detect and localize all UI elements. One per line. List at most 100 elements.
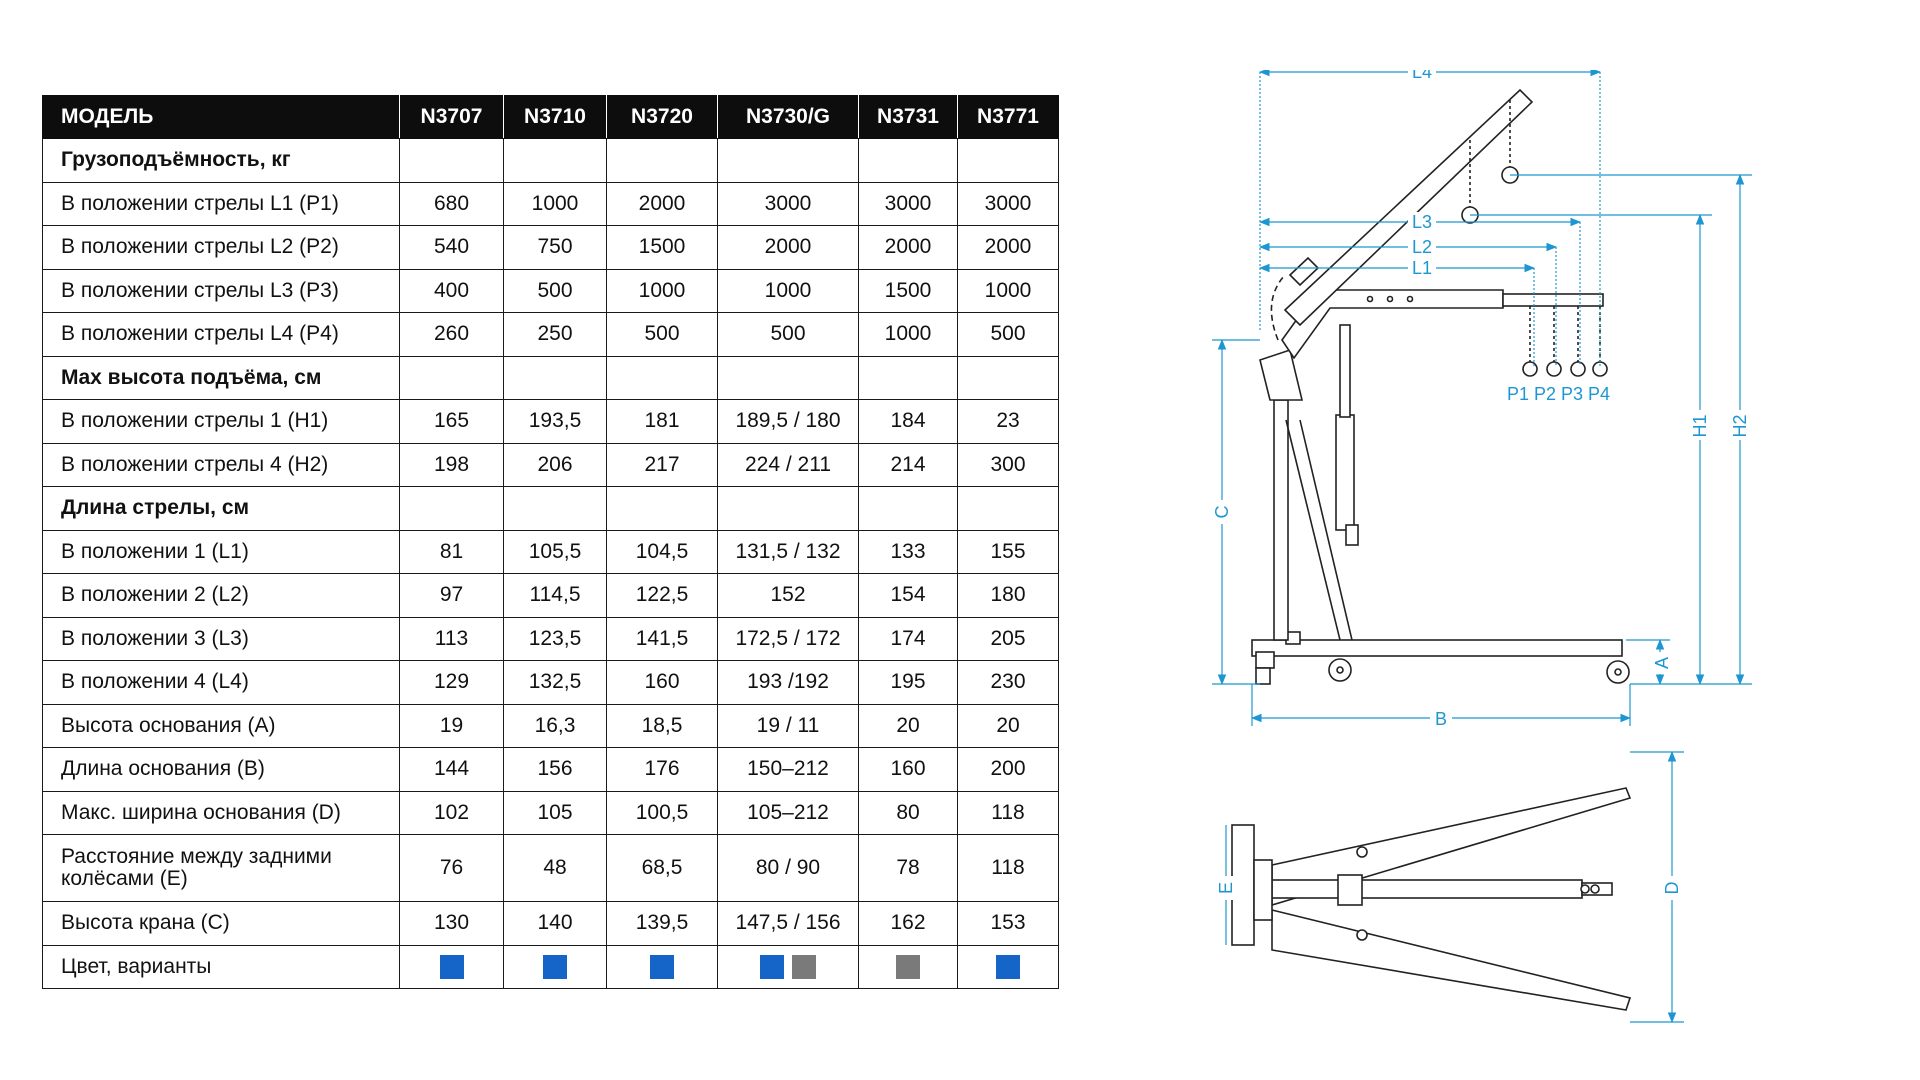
table-cell: 139,5 xyxy=(606,901,718,946)
table-cell: 200 xyxy=(957,747,1059,792)
table-cell: 250 xyxy=(503,312,607,357)
table-cell: 160 xyxy=(858,747,958,792)
table-cell: 224 / 211 xyxy=(717,442,859,487)
dim-label-b: B xyxy=(1435,709,1447,729)
model-header-cell: N3707 xyxy=(399,95,504,139)
table-cell: 48 xyxy=(503,834,607,902)
table-cell xyxy=(717,138,859,183)
table-cell: 193 /192 xyxy=(717,660,859,705)
table-cell: 2000 xyxy=(858,225,958,270)
color-swatch xyxy=(543,954,567,979)
table-cell: 195 xyxy=(858,660,958,705)
table-cell: 118 xyxy=(957,790,1059,835)
table-cell: 152 xyxy=(717,573,859,618)
table-cell xyxy=(399,355,504,400)
table-cell: 214 xyxy=(858,442,958,487)
table-cell: 1500 xyxy=(606,225,718,270)
table-section-row: Грузоподъёмность, кг xyxy=(42,138,1059,183)
row-label: Высота основания (A) xyxy=(42,703,400,748)
table-cell: 81 xyxy=(399,529,504,574)
table-cell: 114,5 xyxy=(503,573,607,618)
color-swatch xyxy=(792,954,816,979)
table-cell: 172,5 / 172 xyxy=(717,616,859,661)
table-cell xyxy=(957,138,1059,183)
table-cell xyxy=(606,355,718,400)
dim-label-l2: L2 xyxy=(1412,237,1432,257)
table-cell: 129 xyxy=(399,660,504,705)
row-label: Грузоподъёмность, кг xyxy=(42,138,400,183)
color-swatch xyxy=(650,954,674,979)
row-label: В положении 3 (L3) xyxy=(42,616,400,661)
row-label: Длина стрелы, см xyxy=(42,486,400,531)
dim-label-p1: P1 xyxy=(1507,384,1529,404)
table-cell: 205 xyxy=(957,616,1059,661)
dim-label-a: A xyxy=(1652,657,1672,669)
table-cell: 105–212 xyxy=(717,790,859,835)
row-label: В положении 1 (L1) xyxy=(42,529,400,574)
table-cell xyxy=(957,355,1059,400)
table-cell: 1000 xyxy=(503,181,607,226)
row-label: Max высота подъёма, см xyxy=(42,355,400,400)
table-cell: 140 xyxy=(503,901,607,946)
table-cell: 19 / 11 xyxy=(717,703,859,748)
dim-label-p2: P2 xyxy=(1534,384,1556,404)
dim-label-h2: H2 xyxy=(1730,414,1750,437)
table-cell: 131,5 / 132 xyxy=(717,529,859,574)
model-header-cell: N3731 xyxy=(858,95,958,139)
row-label: В положении стрелы 1 (H1) xyxy=(42,399,400,444)
table-cell: 198 xyxy=(399,442,504,487)
table-section-row: Max высота подъёма, см xyxy=(42,355,1059,400)
table-cell: 76 xyxy=(399,834,504,902)
row-label: В положении стрелы L3 (P3) xyxy=(42,268,400,313)
crane-diagram: L4 L3 L2 L1 P1 P2 P3 P4 H1 H2 C A B xyxy=(1210,70,1752,1024)
table-cell: 184 xyxy=(858,399,958,444)
table-cell: 156 xyxy=(503,747,607,792)
table-cell: 180 xyxy=(957,573,1059,618)
table-cell: 1500 xyxy=(858,268,958,313)
table-cell xyxy=(399,486,504,531)
row-label: В положении 2 (L2) xyxy=(42,573,400,618)
table-cell xyxy=(858,138,958,183)
table-cell xyxy=(717,486,859,531)
table-cell: 193,5 xyxy=(503,399,607,444)
table-cell: 3000 xyxy=(957,181,1059,226)
table-cell: 130 xyxy=(399,901,504,946)
table-cell xyxy=(957,486,1059,531)
table-cell: 100,5 xyxy=(606,790,718,835)
model-header-cell: N3771 xyxy=(957,95,1059,139)
dim-label-l3: L3 xyxy=(1412,212,1432,232)
table-cell: 78 xyxy=(858,834,958,902)
table-cell: 174 xyxy=(858,616,958,661)
table-cell: 2000 xyxy=(957,225,1059,270)
table-cell: 176 xyxy=(606,747,718,792)
table-cell: 153 xyxy=(957,901,1059,946)
model-header-cell: N3730/G xyxy=(717,95,859,139)
color-cell xyxy=(503,944,607,989)
table-cell: 20 xyxy=(957,703,1059,748)
dim-label-p3: P3 xyxy=(1561,384,1583,404)
table-cell: 400 xyxy=(399,268,504,313)
table-cell: 181 xyxy=(606,399,718,444)
color-cell xyxy=(606,944,718,989)
table-cell xyxy=(858,486,958,531)
top-view-dimension-labels: D E xyxy=(1214,876,1684,900)
table-cell: 133 xyxy=(858,529,958,574)
table-cell: 80 / 90 xyxy=(717,834,859,902)
color-swatch xyxy=(760,954,784,979)
table-cell: 1000 xyxy=(717,268,859,313)
color-swatch xyxy=(996,954,1020,979)
row-label: Цвет, варианты xyxy=(42,944,400,989)
table-cell: 16,3 xyxy=(503,703,607,748)
table-cell xyxy=(503,486,607,531)
dim-label-e: E xyxy=(1216,882,1236,894)
table-cell: 750 xyxy=(503,225,607,270)
table-cell: 3000 xyxy=(858,181,958,226)
table-cell: 165 xyxy=(399,399,504,444)
row-label: В положении 4 (L4) xyxy=(42,660,400,705)
table-cell: 500 xyxy=(606,312,718,357)
